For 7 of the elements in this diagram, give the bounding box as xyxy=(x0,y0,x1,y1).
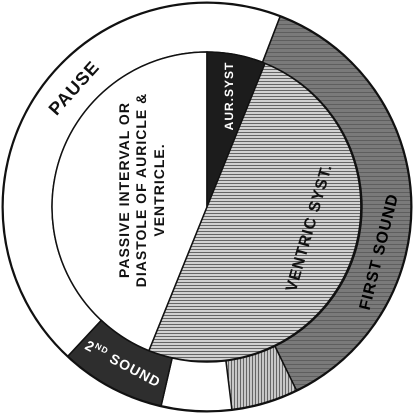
phase-description: PASSIVE INTERVAL OR DIASTOLE OF AURICLE & VENTRICLE. xyxy=(114,92,168,290)
phase-label: AUR.SYST xyxy=(220,62,236,130)
first-sound-ring-segment xyxy=(262,16,412,392)
sound-label: FIRST SOUND xyxy=(356,190,404,314)
ring-segment xyxy=(225,346,298,410)
ring-segment xyxy=(160,357,233,412)
second-sound-ring-segment xyxy=(67,320,173,407)
